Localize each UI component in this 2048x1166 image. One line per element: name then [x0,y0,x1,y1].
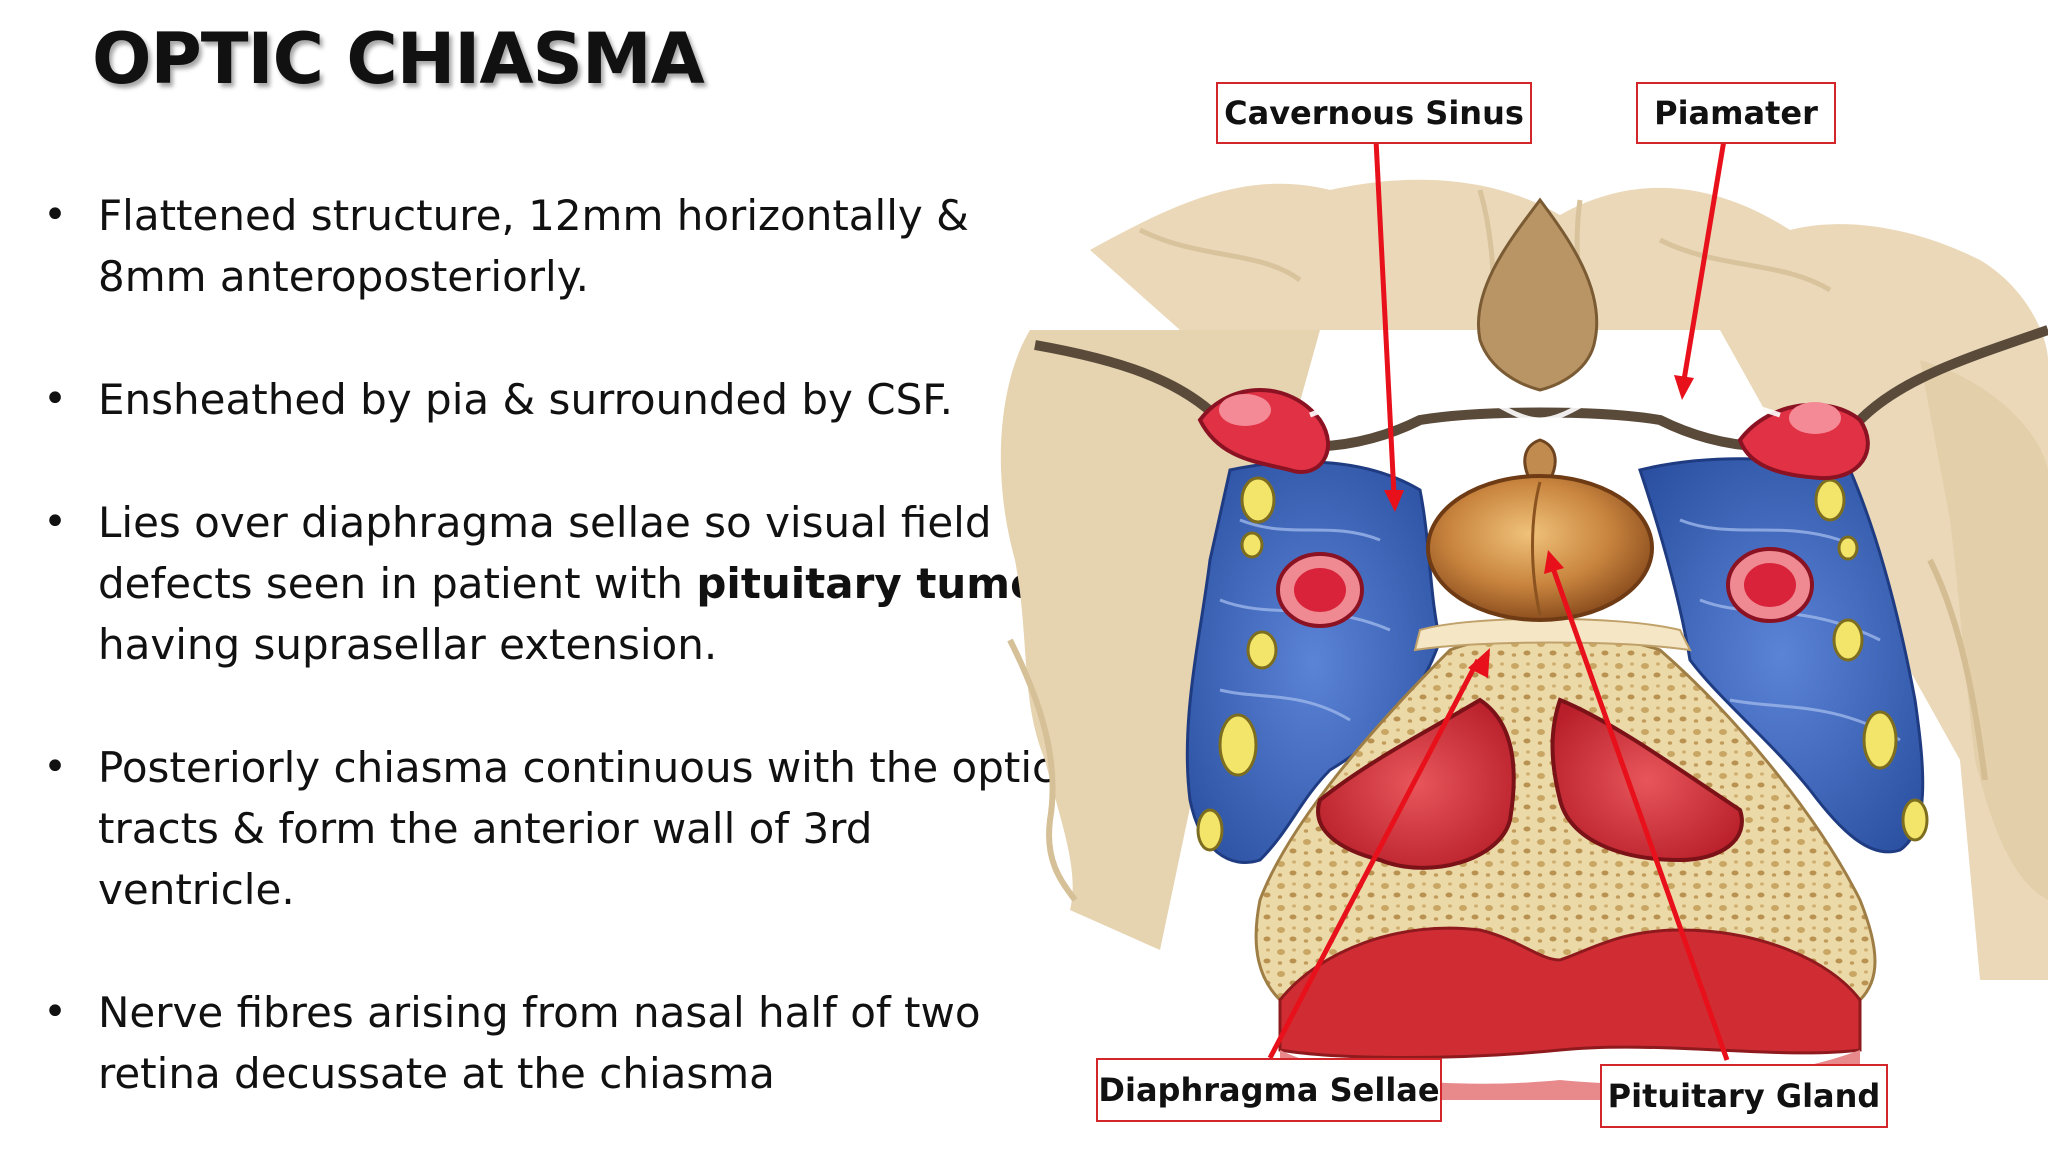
cranial-nerves [1196,476,1929,852]
bullet-item: • Lies over diaphragma sellae so visual … [40,492,1080,675]
bullet-dot-icon: • [43,499,67,545]
bullet-text: Flattened structure, 12mm horizontally &… [98,191,969,301]
bullet-item: • Flattened structure, 12mm horizontally… [40,185,1080,307]
pituitary-gland [1426,438,1654,622]
bullet-item: • Nerve fibres arising from nasal half o… [40,982,1080,1104]
label-piamater: Piamater [1636,82,1836,144]
bullet-text: having suprasellar extension. [98,620,718,669]
label-pituitary-gland: Pituitary Gland [1600,1064,1888,1128]
label-cavernous-sinus: Cavernous Sinus [1216,82,1532,144]
bullet-text: Posteriorly chiasma continuous with the … [98,743,1056,914]
anatomy-illustration [1000,139,2048,1100]
bullet-dot-icon: • [43,376,67,422]
bullet-dot-icon: • [43,989,67,1035]
supraclinoid-arteries [1197,388,1870,481]
bullet-text: Ensheathed by pia & surrounded by CSF. [98,375,953,424]
dura-line [1034,325,2048,452]
diaphragma-sellae-band [1413,617,1692,652]
bullet-item: • Ensheathed by pia & surrounded by CSF. [40,369,1080,430]
label-diaphragma-sellae: Diaphragma Sellae [1096,1058,1442,1122]
bullet-item: • Posteriorly chiasma continuous with th… [40,737,1080,920]
bullet-text: Lies over diaphragma sellae so visual fi… [98,498,992,608]
third-ventricle-recess [1477,197,1599,392]
bullet-dot-icon: • [43,744,67,790]
internal-carotid-arteries [1276,547,1814,628]
bullet-dot-icon: • [43,192,67,238]
bullet-text-bold: pituitary tumor [696,559,1060,608]
pia-mater-outline [1309,386,1781,423]
slide-title: OPTIC CHIASMA [92,18,705,100]
bullet-list: • Flattened structure, 12mm horizontally… [40,185,1080,1166]
pointer-arrows [1267,139,1730,1061]
bullet-text: Nerve fibres arising from nasal half of … [98,988,981,1098]
